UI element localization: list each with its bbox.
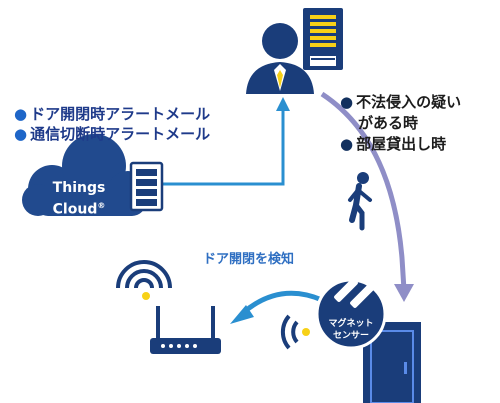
- admin-person-icon: [246, 23, 314, 94]
- bullet: ●: [14, 125, 28, 143]
- cloud-label-line1: Things: [52, 180, 106, 196]
- sensor-to-router-arrowhead: [230, 305, 254, 324]
- cloud-label: Things Cloud®: [44, 180, 114, 219]
- cloud-name: Cloud: [52, 201, 98, 218]
- magnet-sensor-icon: [315, 278, 387, 350]
- alert-item-label: 通信切断時アラートメール: [30, 125, 211, 143]
- cloud-to-admin-arrowhead: [276, 97, 290, 111]
- bullet: ●: [14, 105, 28, 123]
- condition-label: 部屋貸出し時: [356, 135, 447, 153]
- alert-item: ●通信切断時アラートメール: [14, 124, 210, 144]
- condition-item: ●不法侵入の疑い: [340, 92, 461, 113]
- sensor-to-router-arrow: [242, 290, 323, 314]
- cloud-server-icon: [129, 161, 164, 212]
- admin-to-door-arrowhead: [394, 284, 414, 302]
- cloud-to-admin-arrow: [156, 108, 285, 186]
- server-icon: [303, 8, 343, 70]
- condition-item-continuation: がある時: [340, 113, 461, 134]
- walking-person-icon: [348, 172, 372, 231]
- sensor-label-line1: マグネット: [328, 319, 374, 329]
- wifi-router-icon: [150, 306, 221, 354]
- bullet: ●: [340, 93, 354, 111]
- registered-mark: ®: [97, 201, 106, 210]
- detect-label: ドア開閉を検知: [203, 252, 295, 267]
- admin-to-door-arrow: [320, 91, 407, 291]
- condition-item: ●部屋貸出し時: [340, 134, 461, 155]
- bullet: ●: [340, 135, 354, 153]
- sensor-label-line2: センサー: [332, 331, 369, 341]
- condition-label: がある時: [358, 114, 419, 132]
- router-wifi-icon: [116, 260, 172, 300]
- alert-list: ●ドア開閉時アラートメール ●通信切断時アラートメール: [14, 104, 210, 144]
- sensor-label: マグネット センサー: [318, 318, 384, 342]
- condition-label: 不法侵入の疑い: [356, 93, 462, 111]
- wireless-signal-icon: [280, 314, 310, 350]
- cloud-label-line2: Cloud®: [44, 197, 114, 219]
- alert-item-label: ドア開閉時アラートメール: [30, 105, 211, 123]
- alert-item: ●ドア開閉時アラートメール: [14, 104, 210, 124]
- condition-list: ●不法侵入の疑い がある時 ●部屋貸出し時: [340, 92, 461, 155]
